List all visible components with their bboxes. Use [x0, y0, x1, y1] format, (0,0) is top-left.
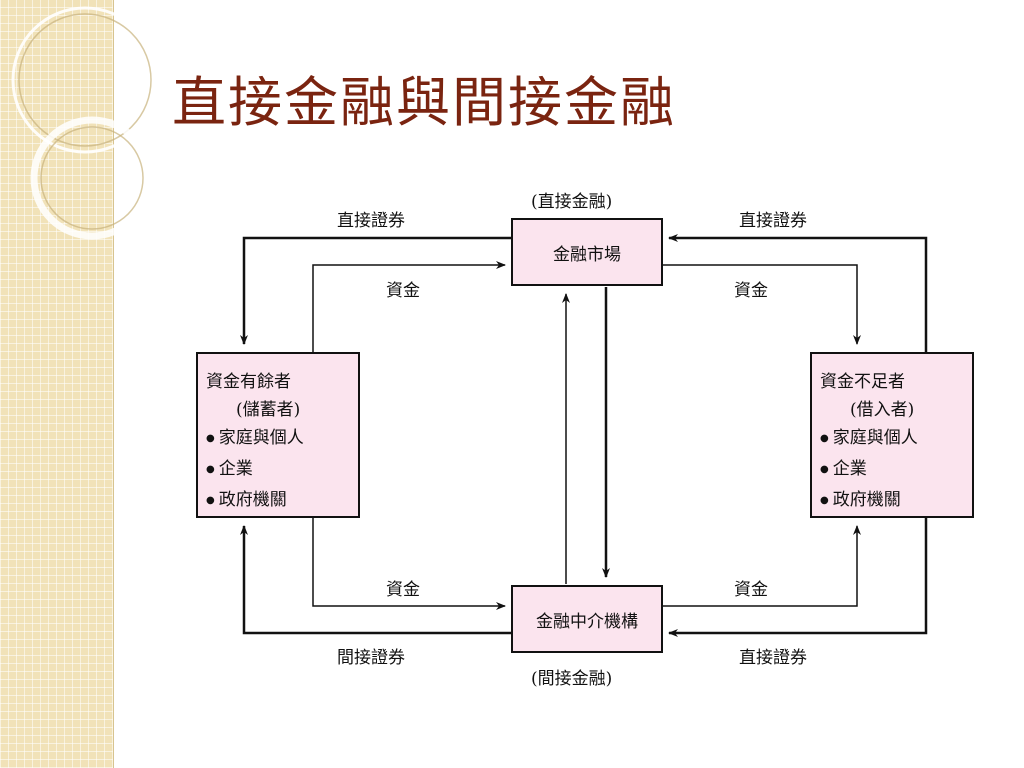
- borrower-title: 資金不足者: [820, 372, 905, 392]
- borrower-item: 家庭與個人: [820, 424, 966, 455]
- financial-market-label: 金融市場: [553, 244, 621, 265]
- arrow-securities-borrower-to-intermediary: [668, 518, 928, 637]
- borrower-item: 企業: [820, 455, 966, 486]
- saver-item: 家庭與個人: [206, 424, 352, 455]
- arrow-funds-saver-to-intermediary: [312, 518, 506, 610]
- arrow-direct-securities-to-saver: [240, 236, 512, 345]
- arrow-funds-market-to-borrower: [662, 264, 861, 345]
- label-bottom-left-funds: 資金: [386, 580, 420, 600]
- page-title: 直接金融與間接金融: [172, 71, 676, 134]
- intermediary-caption: (間接金融): [531, 669, 613, 689]
- financial-intermediary-label: 金融中介機構: [536, 611, 638, 632]
- label-bottom-left-securities: 間接證券: [337, 648, 405, 668]
- market-caption: (直接金融): [531, 192, 613, 212]
- label-top-right-funds: 資金: [734, 281, 768, 301]
- financial-intermediary-box: 金融中介機構: [511, 585, 663, 653]
- saver-subtitle: (儲蓄者): [236, 400, 301, 420]
- financial-market-box: 金融市場: [511, 218, 663, 286]
- label-bottom-right-funds: 資金: [734, 580, 768, 600]
- arrow-direct-securities-to-market: [668, 234, 928, 352]
- borrower-box: 資金不足者 (借入者) 家庭與個人 企業 政府機關: [810, 352, 974, 518]
- decorative-rings: [11, 6, 159, 240]
- label-top-left-funds: 資金: [386, 281, 420, 301]
- label-bottom-right-securities: 直接證券: [739, 648, 807, 668]
- arrow-funds-intermediary-to-borrower: [662, 525, 861, 607]
- label-top-left-securities: 直接證券: [337, 211, 405, 231]
- saver-title: 資金有餘者: [206, 372, 291, 392]
- arrow-funds-saver-to-market: [312, 261, 506, 352]
- saver-item: 企業: [206, 455, 352, 486]
- arrow-indirect-securities-to-saver: [240, 525, 512, 635]
- borrower-subtitle: (借入者): [850, 400, 915, 420]
- saver-box: 資金有餘者 (儲蓄者) 家庭與個人 企業 政府機關: [196, 352, 360, 518]
- label-top-right-securities: 直接證券: [739, 211, 807, 231]
- borrower-item: 政府機關: [820, 486, 966, 517]
- saver-item: 政府機關: [206, 486, 352, 517]
